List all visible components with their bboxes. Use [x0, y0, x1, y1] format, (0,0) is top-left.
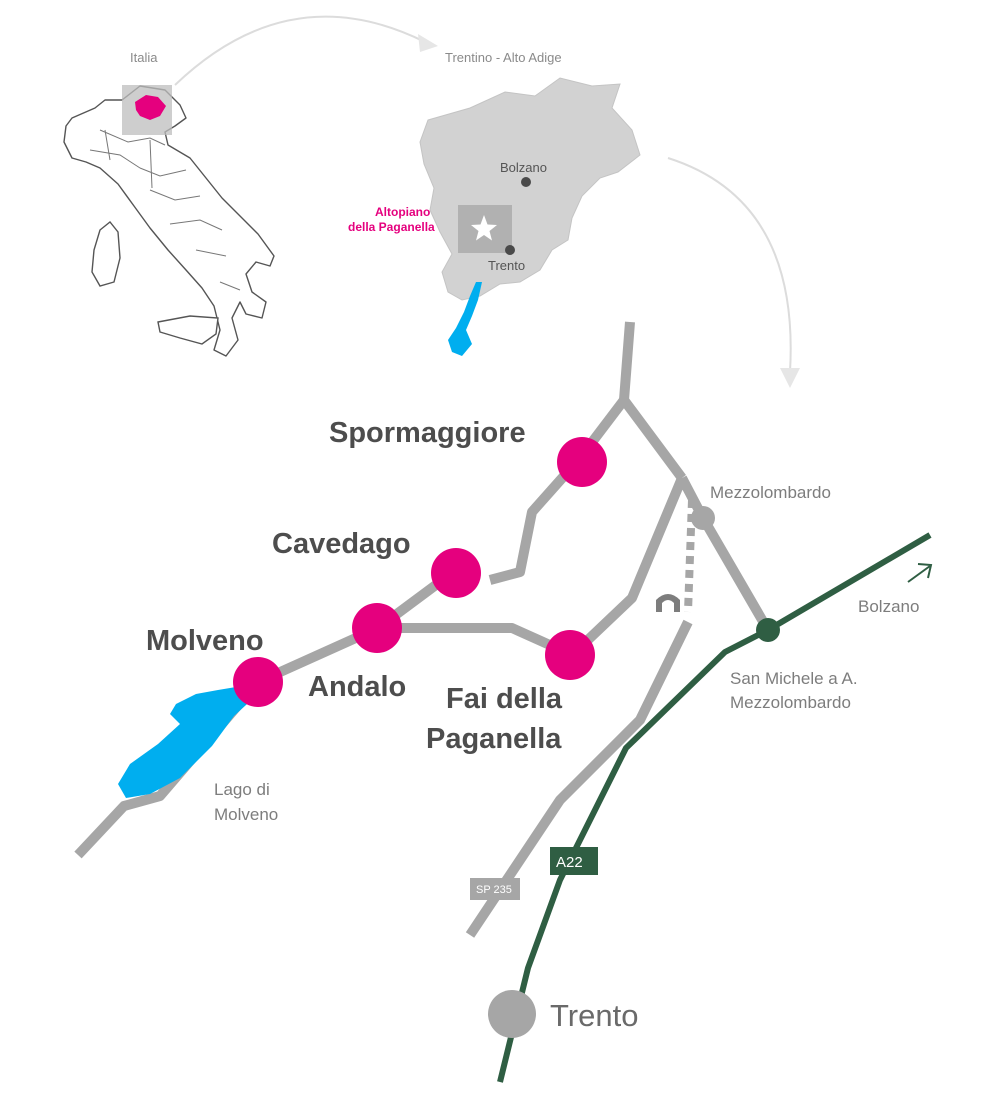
town-label-fai-line1: Fai della [446, 683, 563, 715]
town-marker-fai-della-paganella[interactable] [545, 630, 595, 680]
badge-sp235-label: SP 235 [476, 884, 512, 896]
region-inset: Trentino - Alto Adige Bolzano Trento Alt… [348, 50, 641, 356]
trento-dot [505, 245, 515, 255]
italy-region-highlight [135, 95, 166, 120]
arrow-region-to-detail [667, 157, 792, 373]
lake-label-line1: Lago di [214, 780, 270, 799]
town-label-molveno: Molveno [146, 625, 264, 657]
station-label-line2: Mezzolombardo [730, 693, 851, 712]
town-markers[interactable] [233, 437, 607, 707]
region-shape [419, 77, 641, 301]
mezzolombardo-label: Mezzolombardo [710, 483, 831, 502]
town-label-fai-line2: Paganella [426, 723, 562, 755]
road-fai-to-north [568, 476, 687, 659]
town-marker-andalo[interactable] [352, 603, 402, 653]
italy-inset: Italia [63, 50, 275, 357]
road-cavedago-spormaggiore [488, 454, 584, 585]
sardinia-outline [91, 221, 121, 287]
bolzano-label: Bolzano [500, 160, 547, 175]
arrow-head-1 [418, 34, 438, 52]
road-andalo-fai [378, 623, 575, 660]
bolzano-dot [521, 177, 531, 187]
road-sp235 [465, 619, 693, 938]
badge-sp235: SP 235 [470, 878, 520, 900]
connector-arrows [174, 15, 800, 388]
arrow-head-2 [780, 368, 800, 388]
trento-node [488, 990, 536, 1038]
sicily-outline [157, 315, 219, 345]
trento-label: Trento [488, 258, 525, 273]
town-label-cavedago: Cavedago [272, 528, 411, 560]
italy-label: Italia [130, 50, 158, 65]
town-marker-cavedago[interactable] [431, 548, 481, 598]
badge-a22: A22 [550, 847, 598, 875]
trento-city-label: Trento [550, 998, 638, 1033]
bolzano-direction-label: Bolzano [858, 597, 919, 616]
town-marker-molveno[interactable] [233, 657, 283, 707]
lake-label-line2: Molveno [214, 805, 278, 824]
star-icon [471, 215, 497, 241]
road-north [619, 321, 687, 481]
italy-outline [63, 85, 275, 357]
town-marker-spormaggiore[interactable] [557, 437, 607, 487]
tunnel-icon [656, 594, 680, 612]
town-label-andalo: Andalo [308, 671, 406, 703]
plateau-label-line1: Altopiano [375, 205, 430, 219]
arrow-italy-to-region [174, 15, 426, 86]
lake-molveno [118, 686, 258, 798]
town-label-spormaggiore: Spormaggiore [329, 417, 526, 449]
italy-internal-borders [89, 129, 241, 291]
mezzolombardo-dot [691, 506, 715, 530]
garda-lake-inset [448, 282, 482, 356]
station-label-line1: San Michele a A. [730, 669, 858, 688]
arrow-northeast-icon [907, 563, 933, 583]
badge-a22-label: A22 [556, 854, 583, 871]
region-label: Trentino - Alto Adige [445, 50, 562, 65]
plateau-label-line2: della Paganella [348, 220, 435, 234]
station-dot [756, 618, 780, 642]
